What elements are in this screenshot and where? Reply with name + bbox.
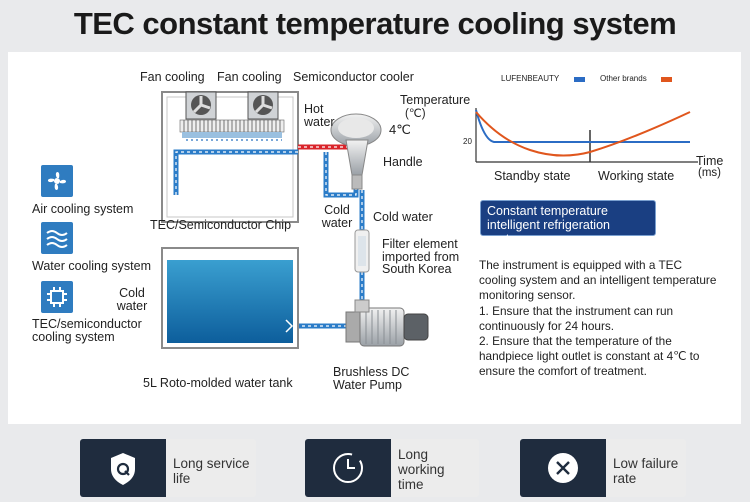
card-label-3: Low failure rate [613, 456, 679, 486]
chart-xunit: (ms) [698, 167, 721, 179]
card-long-service-life: Long service life [80, 439, 256, 497]
card-long-working-time: Long working time [305, 439, 479, 497]
fan-unit-2 [247, 91, 279, 120]
chart-yunit: (℃) [405, 108, 426, 120]
chart-ylabel: Temperature [400, 93, 471, 107]
semiconductor-cooler-label: Semiconductor cooler [293, 70, 414, 84]
info-point-1: 1. Ensure that the instrument can run co… [479, 303, 674, 333]
series-lufenbeauty [475, 109, 690, 143]
fan-icon [41, 165, 73, 197]
clock-icon [333, 453, 363, 483]
chart-tick-20: 20 [463, 137, 472, 146]
temperature-reading: 4℃ [389, 122, 411, 137]
handpiece [330, 113, 382, 190]
chart-standby-state: Standby state [494, 169, 571, 183]
q-shield-icon [111, 453, 135, 485]
feature-tec-cooling: TEC/semiconductor cooling system [32, 317, 142, 344]
filter-label: Filter element imported from South Korea [382, 237, 460, 276]
chart-xlabel: Time [696, 154, 724, 168]
cold-water-label-1: Cold water [321, 203, 353, 230]
chart-working-state: Working state [598, 169, 675, 183]
close-circle-icon [548, 453, 578, 483]
filter-element [354, 229, 370, 273]
pump-label: Brushless DC Water Pump [333, 365, 410, 392]
fan-cooling-label-1: Fan cooling [140, 70, 205, 84]
info-point-2: 2. Ensure that the temperature of the ha… [479, 334, 700, 379]
cold-water-label-2: Cold water [373, 210, 433, 224]
hot-water-label: Hot water [304, 102, 335, 129]
chip-icon [41, 281, 73, 313]
legend-other-brands: Other brands [600, 74, 647, 83]
info-description: The instrument is equipped with a TEC co… [479, 258, 719, 380]
tank-label: 5L Roto-molded water tank [143, 376, 293, 390]
card-label-1: Long service life [173, 456, 250, 486]
handle-label: Handle [383, 155, 423, 169]
tec-chip-label: TEC/Semiconductor Chip [150, 218, 292, 232]
fan-unit-1 [185, 91, 217, 120]
page-title: TEC constant temperature cooling system [73, 6, 677, 41]
refrigeration-banner: Constant temperature intelligent refrige… [480, 200, 656, 246]
cold-water-label-3: Cold water [116, 286, 148, 313]
feature-air-cooling: Air cooling system [32, 202, 134, 216]
info-intro: The instrument is equipped with a TEC co… [479, 258, 717, 303]
water-tank [161, 247, 299, 349]
water-waves-icon [41, 222, 73, 254]
card-low-failure-rate: Low failure rate [520, 439, 686, 497]
card-label-2: Long working time [398, 447, 445, 492]
fan-cooling-label-2: Fan cooling [217, 70, 282, 84]
diagram-panel [8, 52, 741, 424]
heat-sink [179, 119, 285, 141]
legend-lufenbeauty: LUFENBEAUTY [501, 74, 560, 83]
feature-water-cooling: Water cooling system [32, 259, 152, 273]
series-other-brands [475, 111, 691, 157]
water-pump [345, 299, 429, 347]
temperature-chart [475, 77, 698, 163]
